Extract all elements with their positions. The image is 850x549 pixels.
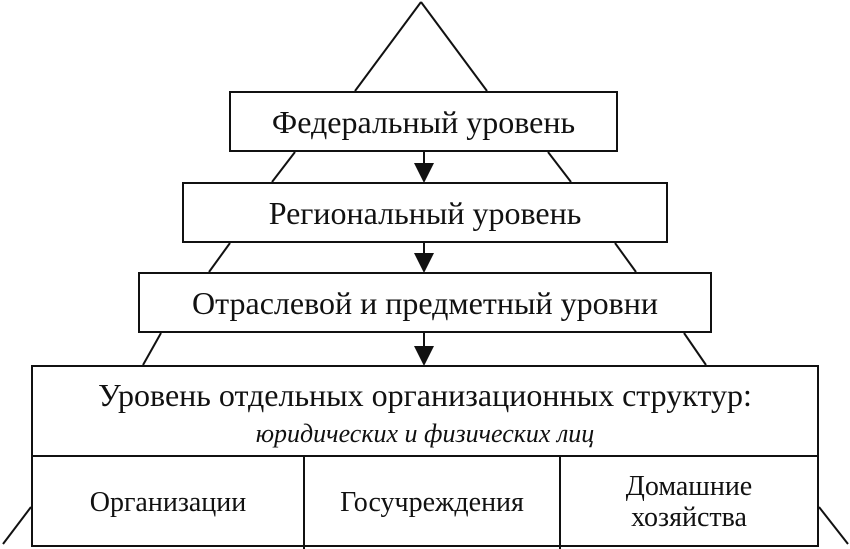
sectoral-level-box: Отраслевой и предметный уровни <box>138 272 712 333</box>
organizations-label: Организации <box>89 486 247 518</box>
pyramid-right-edge-top <box>420 1 488 92</box>
pyramid-left-edge-2 <box>271 151 296 183</box>
pyramid-right-edge-base <box>818 506 849 545</box>
pyramid-left-edge-base <box>2 506 32 545</box>
state-institutions-cell: Госучреждения <box>305 457 561 549</box>
regional-level-label: Региональный уровень <box>268 194 582 231</box>
organizational-level-subtitle: юридических и физических лиц <box>255 419 595 448</box>
pyramid-left-edge-top <box>354 1 422 92</box>
organizational-level-header: Уровень отдельных организационных структ… <box>33 367 817 455</box>
pyramid-right-edge-3 <box>614 242 637 273</box>
regional-level-box: Региональный уровень <box>182 182 668 243</box>
organizational-level-box: Уровень отдельных организационных структ… <box>31 365 819 549</box>
organizational-level-title: Уровень отдельных организационных структ… <box>98 377 752 413</box>
sectoral-level-label: Отраслевой и предметный уровни <box>192 284 658 321</box>
pyramid-left-edge-3 <box>208 242 231 273</box>
federal-level-box: Федеральный уровень <box>229 91 618 152</box>
organizations-cell: Организации <box>33 457 305 549</box>
state-institutions-label: Госучреждения <box>340 486 524 518</box>
organizational-subunits: Организации Госучреждения Домашние хозяй… <box>33 455 817 549</box>
pyramid-left-edge-4 <box>142 332 162 366</box>
households-label: Домашние хозяйства <box>625 471 753 533</box>
pyramid-right-edge-2 <box>547 151 572 183</box>
households-cell: Домашние хозяйства <box>561 457 817 549</box>
federal-level-label: Федеральный уровень <box>271 103 576 140</box>
pyramid-right-edge-4 <box>683 332 707 366</box>
